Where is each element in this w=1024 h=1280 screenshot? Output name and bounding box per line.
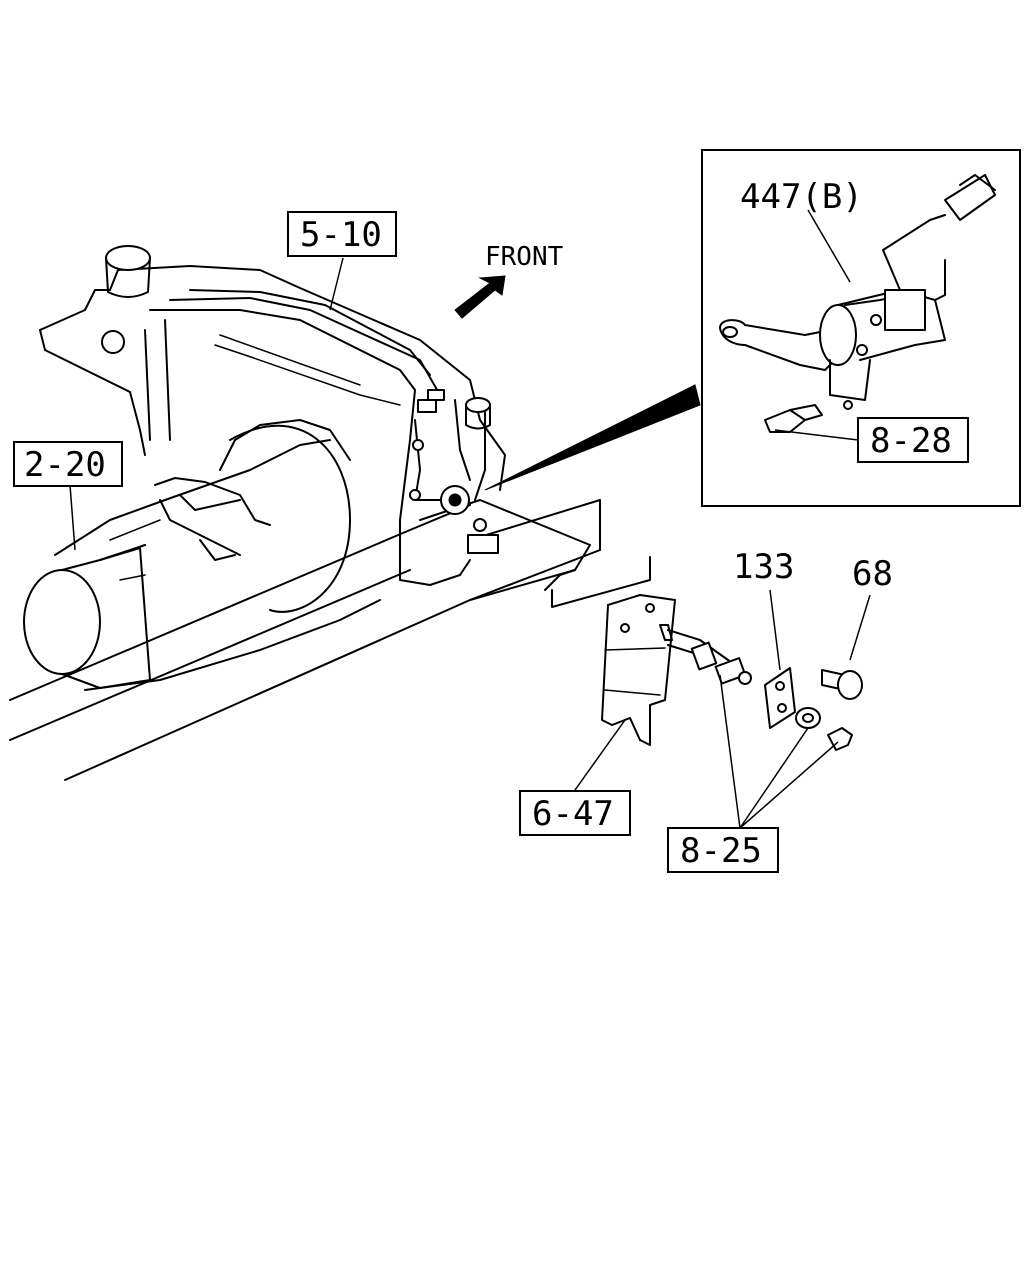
front-label: FRONT <box>485 242 564 272</box>
label-5-10-text: 5-10 <box>300 215 382 255</box>
front-arrow: FRONT <box>454 242 564 319</box>
label-133: 133 <box>733 547 794 587</box>
leader-lines <box>69 257 871 829</box>
cross-member <box>39 245 506 586</box>
transmission <box>23 419 381 691</box>
label-5-10: 5-10 <box>287 211 397 257</box>
label-6-47: 6-47 <box>519 790 631 836</box>
label-2-20: 2-20 <box>13 441 123 487</box>
label-6-47-text: 6-47 <box>532 794 614 834</box>
label-8-28: 8-28 <box>857 417 969 463</box>
label-2-20-text: 2-20 <box>24 445 106 485</box>
label-8-25-text: 8-25 <box>680 831 762 871</box>
bracket-assembly <box>551 556 863 751</box>
label-447b: 447(B) <box>740 177 863 217</box>
label-8-25: 8-25 <box>667 827 779 873</box>
label-68: 68 <box>852 554 893 594</box>
label-8-28-text: 8-28 <box>870 421 952 461</box>
